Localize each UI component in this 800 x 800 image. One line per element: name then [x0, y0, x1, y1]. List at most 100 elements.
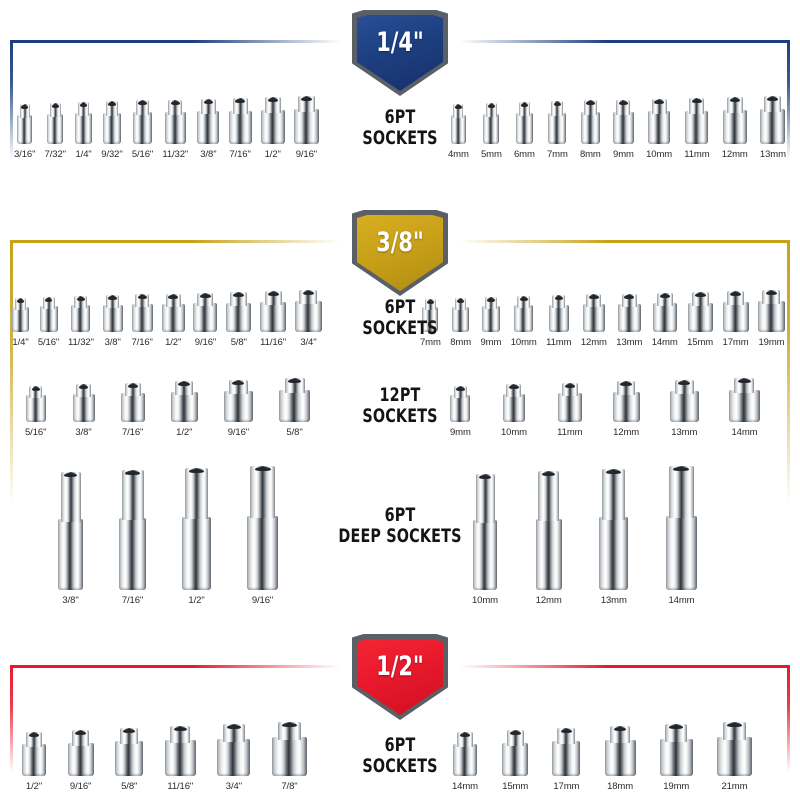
frame-top-left [10, 240, 340, 243]
frame-side-left [10, 665, 13, 800]
socket-size-label: 14mm [452, 781, 478, 792]
socket-opening-bore [694, 293, 706, 297]
socket-opening-bore [560, 729, 573, 733]
socket-base-shadow [260, 329, 287, 332]
socket-item: 17mm [722, 291, 749, 348]
socket-base-shadow [757, 329, 785, 332]
socket-opening-bore [519, 297, 528, 301]
socket-base-shadow [612, 419, 640, 422]
row-label-line1: 12PT [379, 384, 421, 406]
socket-opening-bore [509, 385, 519, 389]
row-label-line2: SOCKETS [362, 404, 438, 427]
socket-body [552, 741, 581, 776]
socket-base-shadow [119, 587, 146, 590]
socket-item: 14mm [652, 293, 678, 348]
row-label-line2: SOCKETS [362, 754, 438, 777]
socket-body [453, 744, 477, 776]
socket-opening-bore [487, 298, 495, 302]
socket-body [102, 113, 121, 144]
socket-item: 4mm [448, 104, 469, 160]
socket-body [452, 307, 470, 332]
socket-size-label: 5/8" [286, 427, 303, 438]
socket-graphic [659, 724, 693, 776]
socket-drive-end [250, 466, 275, 518]
socket-base-shadow [47, 141, 64, 144]
socket-opening-rim [233, 98, 248, 103]
socket-opening-bore [127, 384, 138, 388]
socket-body [17, 115, 33, 144]
socket-base-shadow [120, 419, 145, 422]
socket-item: 9/16" [293, 96, 319, 160]
socket-opening-rim [230, 292, 247, 297]
socket-opening-bore [564, 384, 575, 388]
socket-item: 6mm [514, 102, 535, 160]
socket-opening-bore [203, 100, 214, 104]
badge-drive-label: 1/4" [376, 27, 424, 58]
socket-opening-rim [265, 97, 281, 102]
socket-item: 11mm [557, 383, 583, 438]
socket-base-shadow [669, 419, 699, 422]
socket-opening-bore [300, 97, 312, 101]
socket-opening-bore [189, 469, 204, 473]
socket-opening-rim [175, 381, 193, 386]
socket-size-label: 17mm [722, 337, 749, 348]
badge-drive-label: 3/8" [376, 227, 424, 258]
socket-opening-bore [541, 472, 556, 476]
socket-body [612, 392, 640, 422]
socket-size-label: 10mm [510, 337, 537, 348]
socket-item: 11mm [684, 98, 710, 160]
socket-body [580, 112, 600, 144]
socket-body [515, 113, 533, 144]
socket-graphic [502, 730, 529, 776]
socket-drive-end [49, 103, 61, 117]
socket-opening-rim [168, 100, 182, 105]
socket-body [197, 111, 220, 144]
socket-opening-bore [554, 296, 563, 300]
socket-graphic [131, 294, 153, 332]
socket-body [582, 304, 605, 332]
socket-item: 11/16" [164, 726, 196, 792]
socket-base-shadow [612, 141, 634, 144]
socket-item: 1/2" [22, 732, 46, 792]
socket-group-threeeighths-6pt-sae: 1/4"5/16"11/32"3/8"7/16"1/2"9/16"5/8"11/… [12, 290, 322, 348]
socket-item: 7/16" [119, 470, 146, 606]
socket-graphic [612, 100, 634, 144]
socket-size-label: 11/16" [260, 337, 287, 348]
socket-item: 10mm [472, 474, 498, 606]
socket-base-shadow [604, 773, 636, 776]
socket-size-label: 15mm [502, 781, 529, 792]
socket-opening-rim [29, 386, 42, 391]
socket-item: 3/8" [197, 99, 220, 160]
socket-opening-bore [606, 470, 622, 474]
socket-graphic [271, 722, 307, 776]
socket-group-quarter-6pt-sae: 3/16"7/32"1/4"9/32"5/16"11/32"3/8"7/16"1… [14, 96, 319, 160]
socket-opening-bore [288, 379, 301, 383]
socket-graphic [293, 96, 319, 144]
socket-size-label: 3/8" [75, 427, 92, 438]
socket-opening-rim [519, 102, 530, 107]
socket-graphic [604, 726, 636, 776]
socket-body [473, 520, 497, 590]
socket-opening-rim [136, 100, 149, 105]
socket-base-shadow [422, 329, 439, 332]
socket-size-label: 19mm [758, 337, 785, 348]
socket-item: 3/8" [102, 295, 123, 348]
socket-size-label: 13mm [600, 595, 627, 606]
socket-opening-rim [723, 722, 746, 727]
socket-opening-bore [235, 99, 245, 103]
socket-item: 3/8" [58, 472, 83, 606]
socket-base-shadow [294, 329, 322, 332]
socket-graphic [260, 291, 287, 332]
socket-drive-end [538, 471, 560, 521]
socket-base-shadow [450, 419, 471, 422]
socket-base-shadow [582, 329, 605, 332]
socket-base-shadow [228, 141, 252, 144]
socket-item: 3/8" [72, 384, 95, 438]
socket-size-label: 11mm [557, 427, 583, 438]
socket-opening-bore [673, 467, 690, 471]
row-label-line1: 6PT [384, 734, 416, 756]
socket-base-shadow [515, 141, 533, 144]
socket-base-shadow [617, 329, 641, 332]
socket-graphic [102, 101, 121, 144]
